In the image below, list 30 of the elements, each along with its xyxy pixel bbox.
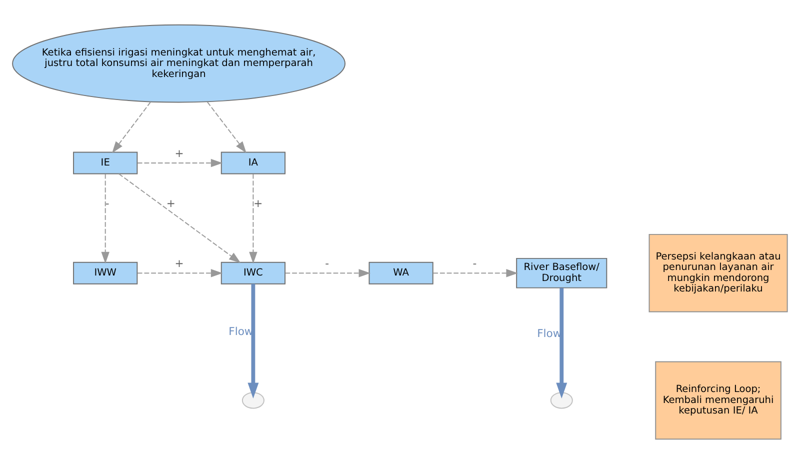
arrow [248,284,259,398]
node-box: Reinforcing Loop; Kembali memengaruhi keputusan IE/ IA [655,361,782,440]
edge-label: + [174,257,184,270]
node-ellipse: Ketika efisiensi irigasi meningkat untuk menghemat air, justru total konsumsi air meningkat dan memperparah kekeringan [12,24,346,103]
node-cloud [242,392,264,409]
edge-label: + [166,196,176,210]
arrow [118,173,241,264]
node-cloud [550,392,573,409]
edge-label: - [105,196,110,210]
node-box: IA [220,152,286,174]
arrow [112,101,152,154]
edge-label: Flow [228,325,254,338]
edge-label: + [174,146,184,160]
node-box: IWW [73,262,138,284]
node-box: IE [73,152,138,174]
arrow [136,158,223,168]
node-box: Persepsi kelangkaan atau penurunan layanan air mungkin mendorong kebijakan/perilaku [648,234,788,312]
node-box: WA [368,262,434,284]
arrow [432,269,518,278]
edge-label: + [254,196,263,210]
node-box: IWC [220,262,286,284]
edge-label: - [325,257,330,270]
arrow [101,173,110,264]
arrow [249,173,258,264]
arrow [284,269,370,278]
arrow [136,269,223,278]
edge-label: - [472,257,477,270]
arrow [206,101,246,154]
arrow [556,288,568,398]
node-box: River Baseflow/ Drought [516,258,608,288]
